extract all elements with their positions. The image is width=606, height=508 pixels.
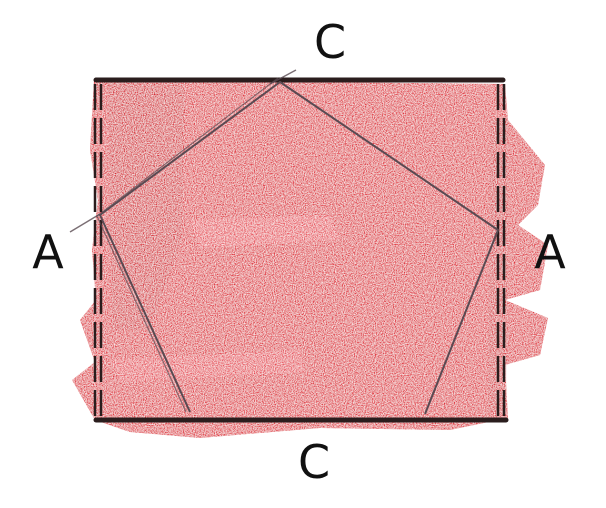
square-left-edge-dashed xyxy=(93,84,103,418)
pencil-pentagon xyxy=(69,69,499,415)
red-shaded-region xyxy=(72,80,548,438)
shading-light-streak-1 xyxy=(190,215,340,248)
shading-light-streak-2 xyxy=(110,350,305,382)
label-top-c: C xyxy=(314,15,346,69)
label-bottom-c: C xyxy=(298,435,330,489)
shading-dark-band-left xyxy=(108,84,185,330)
square-right-edge-dashed xyxy=(496,84,506,418)
label-right-a: A xyxy=(534,225,566,279)
label-left-a: A xyxy=(32,225,64,279)
shading-main xyxy=(72,80,548,438)
